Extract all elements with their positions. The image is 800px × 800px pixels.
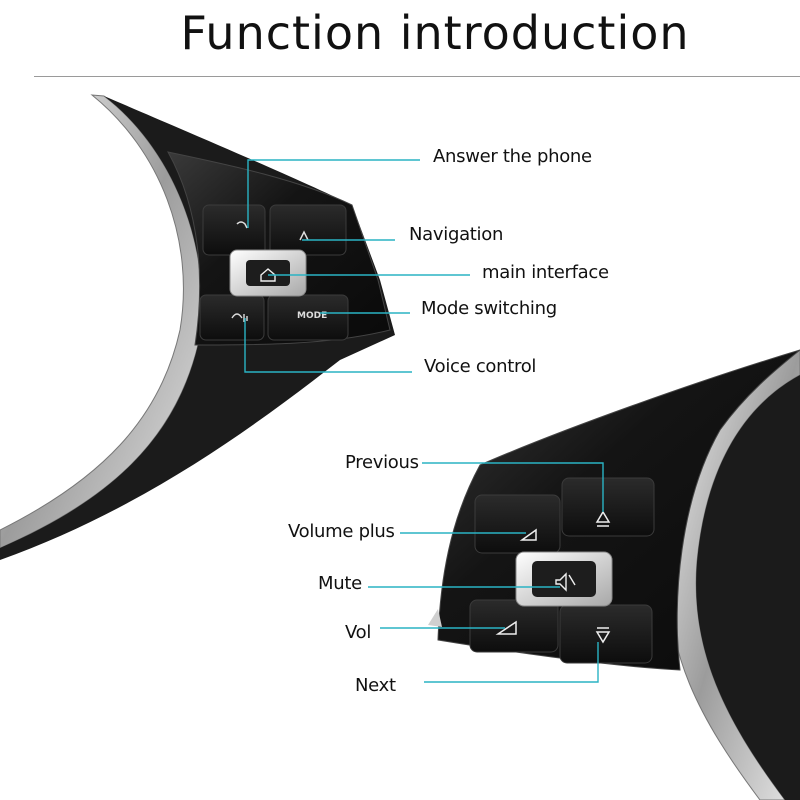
right-steering-controller (428, 349, 800, 800)
label-voice-control: Voice control (424, 356, 537, 377)
previous-icon (595, 510, 611, 527)
previous-callout (422, 462, 604, 512)
navigation-arrow-icon (299, 230, 309, 241)
label-mode-switching: Mode switching (421, 298, 557, 319)
voice-icon (231, 313, 248, 322)
next-icon (595, 627, 611, 644)
voice-control-callout (244, 318, 412, 373)
label-previous: Previous (345, 452, 419, 473)
mute-icon (555, 572, 576, 592)
right-spoke-body (696, 375, 800, 800)
volume-down-icon (495, 620, 517, 635)
title-divider (34, 76, 800, 77)
label-answer-phone: Answer the phone (433, 146, 592, 167)
label-main-interface: main interface (482, 262, 609, 283)
volume-plus-button (474, 494, 561, 554)
label-mute: Mute (318, 573, 362, 594)
top-callout-lines (244, 159, 470, 373)
mode-switching-button (267, 294, 349, 341)
bottom-callout-lines (368, 462, 604, 683)
answer-phone-callout (247, 159, 420, 228)
label-next: Next (355, 675, 396, 696)
volume-up-icon (519, 528, 537, 541)
phone-icon (236, 221, 248, 229)
label-navigation: Navigation (409, 224, 504, 245)
navigation-button (269, 204, 347, 256)
next-button (559, 604, 653, 664)
mode-button-text: MODE (297, 311, 327, 321)
home-icon (260, 268, 276, 282)
left-steering-controller: MODE (0, 94, 395, 560)
previous-button (561, 477, 655, 537)
label-vol: Vol (345, 622, 372, 643)
label-volume-plus: Volume plus (288, 521, 395, 542)
page-title: Function introduction (180, 6, 690, 60)
next-callout (424, 642, 599, 683)
answer-phone-button (202, 204, 266, 256)
volume-minus-button (469, 599, 559, 653)
